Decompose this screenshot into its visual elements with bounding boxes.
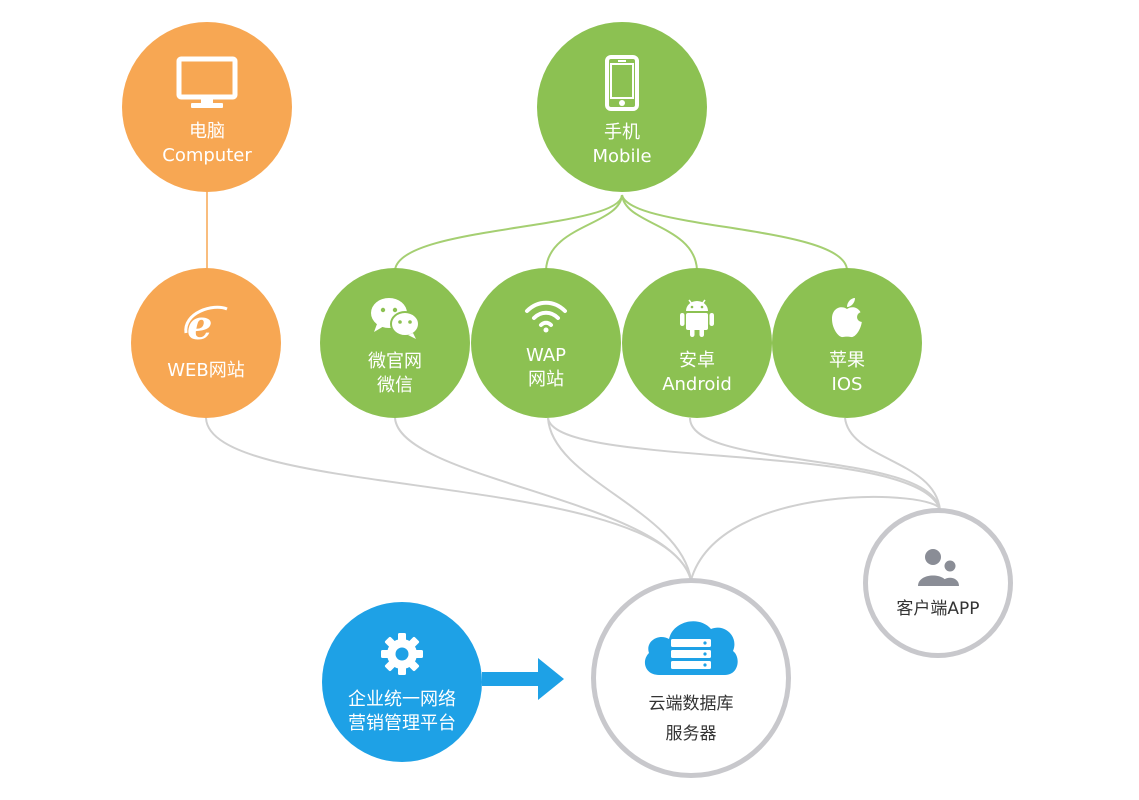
- line-web-server: [205, 417, 692, 581]
- marketing-label-1: 企业统一网络: [348, 689, 456, 710]
- line-mobile-wechat: [394, 194, 623, 271]
- wechat-label-2: 微信: [377, 375, 413, 396]
- line-client-server: [690, 495, 941, 581]
- line-wap-client: [547, 417, 941, 511]
- android-icon: [679, 297, 715, 343]
- line-mobile-android: [621, 194, 698, 271]
- line-mobile-wap: [545, 194, 623, 271]
- marketing-platform-node: 企业统一网络 营销管理平台: [322, 602, 482, 762]
- users-icon: [916, 548, 960, 592]
- ios-label-en: IOS: [831, 374, 863, 395]
- mobile-node: 手机 Mobile: [537, 22, 707, 192]
- client-app-node: 客户端APP: [863, 508, 1013, 658]
- web-node: e WEB网站: [131, 268, 281, 418]
- wap-node: WAP 网站: [471, 268, 621, 418]
- client-app-label: 客户端APP: [896, 599, 980, 619]
- wechat-node: 微官网 微信: [320, 268, 470, 418]
- wap-label-1: WAP: [526, 345, 566, 366]
- line-wap-server: [547, 417, 692, 581]
- line-wechat-server: [394, 417, 692, 581]
- line-mobile-ios: [621, 194, 848, 271]
- android-node: 安卓 Android: [622, 268, 772, 418]
- apple-icon: [829, 297, 867, 343]
- cloud-server-node: 云端数据库 服务器: [591, 578, 791, 778]
- monitor-icon: [176, 56, 238, 114]
- ios-label-cn: 苹果: [829, 350, 865, 371]
- wechat-icon: [369, 296, 421, 344]
- wifi-icon: [524, 298, 568, 338]
- mobile-label-cn: 手机: [604, 122, 640, 143]
- line-android-client: [689, 417, 941, 511]
- smartphone-icon: [605, 55, 639, 115]
- marketing-label-2: 营销管理平台: [348, 713, 456, 734]
- android-label-cn: 安卓: [679, 350, 715, 371]
- wap-label-2: 网站: [528, 369, 564, 390]
- server-label-1: 云端数据库: [648, 694, 734, 714]
- internet-explorer-icon: e: [183, 302, 229, 349]
- gear-icon: [380, 632, 424, 680]
- line-ios-client: [844, 417, 941, 511]
- cloud-server-icon: [641, 613, 741, 681]
- wechat-label-1: 微官网: [368, 351, 422, 372]
- computer-label-cn: 电脑: [189, 121, 225, 142]
- computer-node: 电脑 Computer: [122, 22, 292, 192]
- server-label-2: 服务器: [665, 724, 717, 744]
- mobile-label-en: Mobile: [592, 146, 652, 167]
- android-label-en: Android: [662, 374, 732, 395]
- ios-node: 苹果 IOS: [772, 268, 922, 418]
- web-label: WEB网站: [167, 360, 245, 381]
- computer-label-en: Computer: [162, 145, 252, 166]
